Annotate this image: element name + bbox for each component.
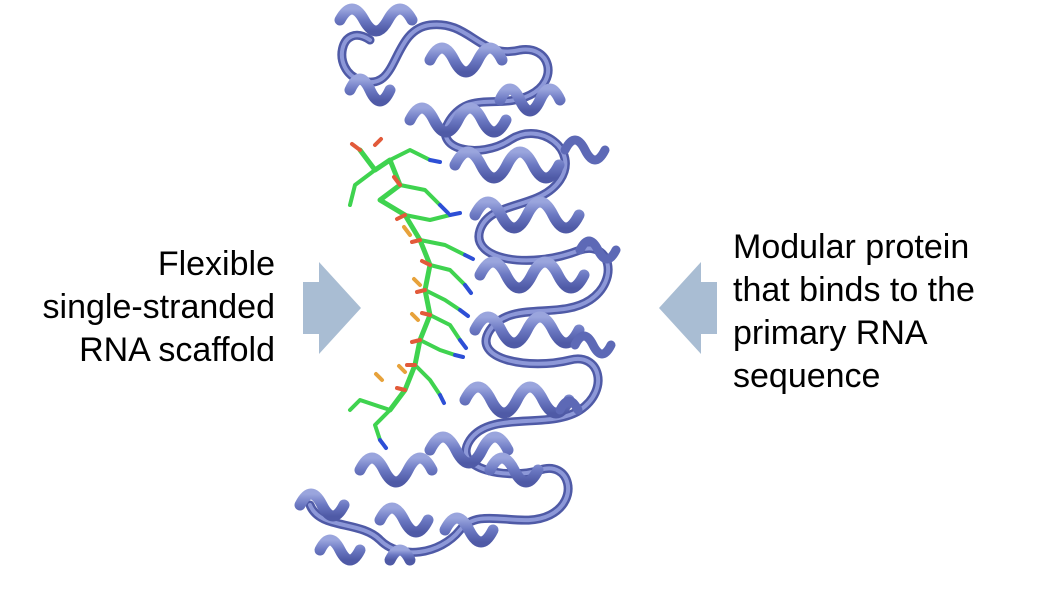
modular-protein-label-line-1: Modular protein bbox=[733, 228, 970, 266]
rna-scaffold-label: Flexible single-stranded RNA scaffold bbox=[43, 243, 275, 372]
modular-protein-label-line-4: sequence bbox=[733, 357, 881, 395]
protein-edge-helices bbox=[555, 135, 621, 415]
modular-protein-label: Modular protein that binds to the primar… bbox=[733, 226, 975, 398]
rna-scaffold-label-line-2: single-stranded bbox=[42, 288, 275, 326]
modular-protein-label-line-2: that binds to the bbox=[733, 271, 975, 309]
left-pointing-arrow-icon bbox=[659, 262, 717, 354]
protein-rna-structure-image bbox=[294, 3, 621, 566]
right-pointing-arrow-icon bbox=[303, 262, 361, 354]
rna-scaffold-label-line-3: RNA scaffold bbox=[79, 331, 275, 369]
protein-helices bbox=[294, 3, 590, 566]
rna-strand bbox=[348, 137, 475, 450]
rna-scaffold-label-line-1: Flexible bbox=[157, 245, 275, 283]
modular-protein-label-line-3: primary RNA bbox=[733, 314, 928, 352]
